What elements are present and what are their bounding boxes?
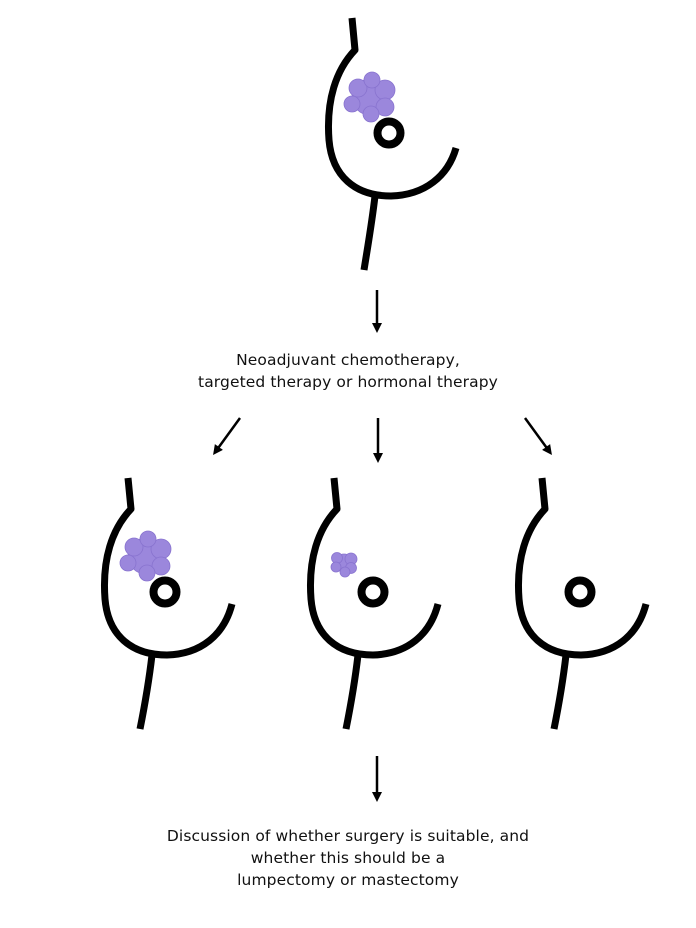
surgery-discussion-label: Discussion of whether surgery is suitabl…	[0, 825, 696, 891]
nipple-icon	[149, 576, 181, 608]
breast-outline-icon	[306, 477, 442, 730]
breast-before-treatment	[324, 17, 460, 271]
treatment-label-line-2: targeted therapy or hormonal therapy	[198, 373, 498, 391]
tumor-icon	[343, 71, 396, 123]
surgery-label-line-3: lumpectomy or mastectomy	[237, 871, 459, 889]
nipple-icon	[373, 117, 405, 149]
breast-outline-icon	[100, 477, 236, 730]
treatment-label: Neoadjuvant chemotherapy, targeted thera…	[0, 349, 696, 393]
breast-outcome-unchanged	[100, 477, 236, 730]
breast-outline-icon	[514, 477, 650, 730]
nipple-icon	[357, 576, 389, 608]
surgery-label-line-1: Discussion of whether surgery is suitabl…	[166, 827, 530, 845]
down-arrow-icon	[523, 417, 552, 456]
breast-outline-icon	[324, 17, 460, 271]
nipple-icon	[564, 576, 596, 608]
surgery-label-line-2: whether this should be a	[250, 849, 446, 867]
tumor-icon	[330, 552, 358, 578]
down-arrow-icon	[213, 417, 242, 456]
treatment-label-line-1: Neoadjuvant chemotherapy,	[236, 351, 460, 369]
breast-outcome-smaller	[306, 477, 442, 730]
breast-outcome-no-tumor	[514, 477, 650, 730]
tumor-icon	[119, 530, 172, 582]
